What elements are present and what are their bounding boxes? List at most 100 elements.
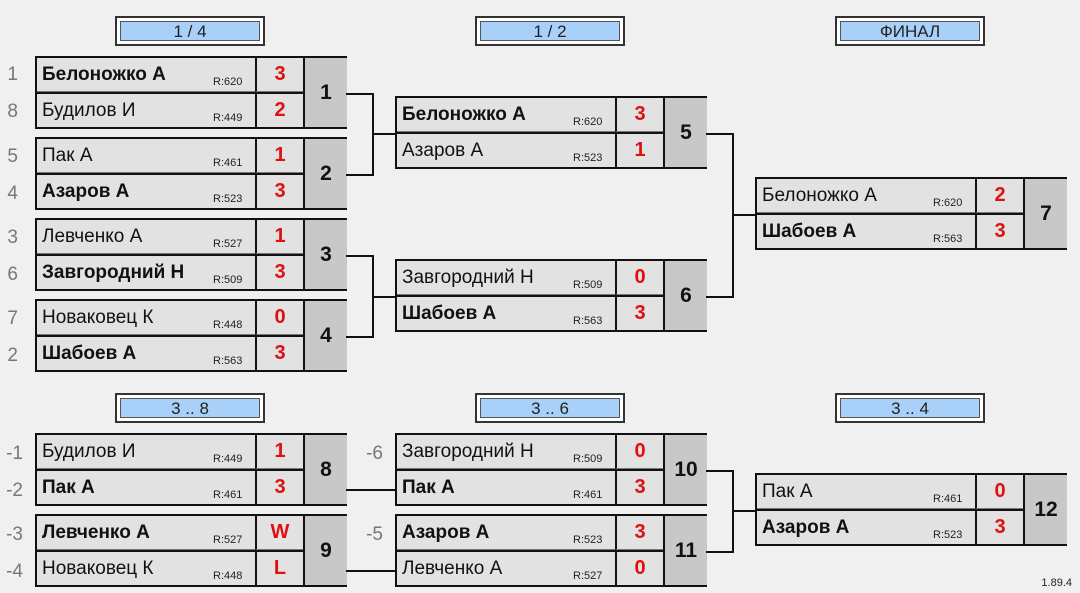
match-number: 12 bbox=[1023, 475, 1067, 544]
connector-line bbox=[706, 470, 734, 472]
player-name: Завгородний Н bbox=[402, 267, 534, 288]
player-rating: R:563 bbox=[933, 233, 963, 245]
player-rating: R:509 bbox=[573, 279, 603, 291]
connector-line bbox=[346, 336, 374, 338]
header-final: ФИНАЛ bbox=[835, 16, 985, 46]
player-name: Белоножко А bbox=[402, 104, 526, 125]
seed: -2 bbox=[6, 480, 23, 501]
connector-line bbox=[346, 255, 374, 257]
score-cell: 3 bbox=[615, 516, 663, 550]
seed: -4 bbox=[6, 561, 23, 582]
match-number: 5 bbox=[663, 98, 707, 167]
match-number: 9 bbox=[303, 516, 347, 585]
connector-line bbox=[372, 296, 395, 298]
player-rating: R:523 bbox=[213, 193, 243, 205]
header-semifinal-label: 1 / 2 bbox=[480, 21, 620, 41]
match-number: 8 bbox=[303, 435, 347, 504]
seed: 5 bbox=[7, 146, 18, 167]
player-name: Пак А bbox=[42, 477, 95, 498]
header-final-label: ФИНАЛ bbox=[840, 21, 980, 41]
player-name: Левченко А bbox=[402, 558, 503, 579]
score-cell: 3 bbox=[255, 471, 303, 504]
player-row: Азаров А R:523 bbox=[37, 175, 255, 208]
score-cell: 0 bbox=[615, 552, 663, 585]
score-cell: 3 bbox=[255, 58, 303, 92]
match-number: 4 bbox=[303, 301, 347, 370]
score-cell: 0 bbox=[975, 475, 1023, 509]
player-rating: R:620 bbox=[573, 116, 603, 128]
player-name: Новаковец К bbox=[42, 558, 154, 579]
connector-line bbox=[706, 551, 734, 553]
player-name: Левченко А bbox=[42, 226, 143, 247]
player-name: Шабоев А bbox=[402, 303, 497, 324]
header-places-3-6: 3 .. 6 bbox=[475, 393, 625, 423]
player-rating: R:448 bbox=[213, 319, 243, 331]
player-rating: R:449 bbox=[213, 112, 243, 124]
player-name: Белоножко А bbox=[42, 64, 166, 85]
score-cell: W bbox=[255, 516, 303, 550]
score-cell: L bbox=[255, 552, 303, 585]
header-places-3-8-label: 3 .. 8 bbox=[120, 398, 260, 418]
player-name: Новаковец К bbox=[42, 307, 154, 328]
header-places-3-6-label: 3 .. 6 bbox=[480, 398, 620, 418]
player-name: Будилов И bbox=[42, 100, 136, 121]
player-name: Азаров А bbox=[762, 517, 850, 538]
score-cell: 3 bbox=[975, 511, 1023, 544]
header-places-3-8: 3 .. 8 bbox=[115, 393, 265, 423]
match-number: 3 bbox=[303, 220, 347, 289]
match-number: 1 bbox=[303, 58, 347, 127]
player-row: Левченко А R:527 bbox=[397, 552, 615, 585]
seed: -5 bbox=[366, 524, 383, 545]
player-name: Азаров А bbox=[42, 181, 130, 202]
seed: -1 bbox=[6, 443, 23, 464]
player-row: Завгородний Н R:509 bbox=[397, 261, 615, 295]
player-row: Будилов И R:449 bbox=[37, 94, 255, 127]
header-places-3-4-label: 3 .. 4 bbox=[840, 398, 980, 418]
player-rating: R:523 bbox=[573, 534, 603, 546]
score-cell: 3 bbox=[975, 215, 1023, 248]
seed: 4 bbox=[7, 183, 18, 204]
header-quarterfinal: 1 / 4 bbox=[115, 16, 265, 46]
match-number: 10 bbox=[663, 435, 707, 504]
player-rating: R:527 bbox=[573, 570, 603, 582]
seed: 6 bbox=[7, 264, 18, 285]
player-rating: R:461 bbox=[213, 157, 243, 169]
score-cell: 3 bbox=[255, 175, 303, 208]
seed: 3 bbox=[7, 227, 18, 248]
player-rating: R:527 bbox=[213, 534, 243, 546]
connector-line bbox=[346, 174, 374, 176]
version-label: 1.89.4 bbox=[1041, 577, 1072, 589]
player-rating: R:461 bbox=[213, 489, 243, 501]
player-name: Шабоев А bbox=[42, 343, 137, 364]
score-cell: 3 bbox=[255, 256, 303, 289]
player-name: Азаров А bbox=[402, 140, 484, 161]
match-number: 11 bbox=[663, 516, 707, 585]
score-cell: 2 bbox=[255, 94, 303, 127]
score-cell: 3 bbox=[615, 471, 663, 504]
connector-line bbox=[346, 570, 395, 572]
score-cell: 1 bbox=[255, 435, 303, 469]
player-name: Белоножко А bbox=[762, 185, 877, 206]
player-name: Будилов И bbox=[42, 441, 136, 462]
player-rating: R:563 bbox=[213, 355, 243, 367]
player-row: Новаковец К R:448 bbox=[37, 301, 255, 335]
player-name: Завгородний Н bbox=[42, 262, 185, 283]
